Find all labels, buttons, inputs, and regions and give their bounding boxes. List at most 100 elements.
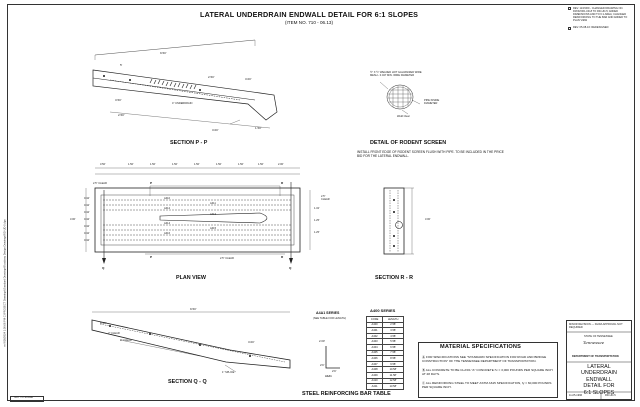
revision-note-2: REV. 05-08-16: REDESIGNED xyxy=(573,26,609,29)
material-spec-title: MATERIAL SPECIFICATIONS xyxy=(440,344,522,350)
sheet-border xyxy=(7,4,635,401)
bar-length-cell: 2.58' xyxy=(382,321,404,329)
plan-left-dim: 0.42' xyxy=(84,225,90,228)
q-clear-2: 2" CLEAR xyxy=(108,332,120,335)
a400-header-length: LENGTH xyxy=(382,316,404,323)
plan-left-dim: 0.42' xyxy=(84,218,90,221)
section-q-title: SECTION Q - Q xyxy=(168,379,207,385)
svg-text:2.50': 2.50' xyxy=(208,75,215,79)
title-block-line: UNDERDRAIN xyxy=(581,370,617,377)
drawing-title: LATERAL UNDERDRAIN ENDWALL DETAIL FOR 6:… xyxy=(200,10,419,19)
plan-top-dim: 1.50' xyxy=(194,163,200,166)
svg-text:2⅜": 2⅜" xyxy=(320,363,325,367)
plan-left-dim: 0.42' xyxy=(84,197,90,200)
title-block-line: 6:1 SLOPES xyxy=(583,389,615,396)
plan-left-dim: 0.42' xyxy=(84,211,90,214)
bar-code-cell: A407 xyxy=(365,360,384,368)
bar-code-cell: A401 xyxy=(365,327,384,334)
drawing-number: RD-UD-5 xyxy=(605,394,616,397)
plan-overall-dim: 3.00' xyxy=(70,218,76,221)
bar-length-cell: 3.58' xyxy=(382,327,404,334)
rodent-screen-title: DETAIL OF RODENT SCREEN xyxy=(370,140,447,146)
plan-top-dim: 1.50' xyxy=(172,163,178,166)
cut-r-top: R xyxy=(281,181,284,185)
bar-length-cell: 4.58' xyxy=(382,332,404,340)
bar-code-cell: A408 xyxy=(365,366,384,373)
section-r-r-drawing xyxy=(383,187,414,255)
plan-left-dim: 0.42' xyxy=(84,232,90,235)
title-block-line: ENDWALL xyxy=(586,376,612,383)
bar-length-cell: 12.58' xyxy=(382,377,404,385)
a4a1-title: A4A1 SERIES xyxy=(316,311,340,315)
plan-view-title: PLAN VIEW xyxy=(176,275,206,281)
q-splice: 1" SPLICE xyxy=(222,371,235,374)
drawing-item-number: (ITEM NO. 710 - 06.13) xyxy=(285,20,333,25)
revision-marker-2 xyxy=(568,27,571,30)
svg-text:2⅜": 2⅜" xyxy=(332,369,337,373)
plan-top-dim: 1.50' xyxy=(238,163,244,166)
bar-code-cell: A406 xyxy=(365,355,384,362)
drawing-date: 11-05-1996 xyxy=(569,394,583,397)
svg-text:2.00': 2.00' xyxy=(319,339,325,343)
bar-code-cell: A400 xyxy=(365,321,384,329)
plan-top-dim: 2.00' xyxy=(278,163,284,166)
plan-bar-label: A415 xyxy=(210,227,217,230)
plan-right-dim: 1.25' xyxy=(314,219,320,222)
plan-bar-label: A413 xyxy=(210,213,217,216)
svg-text:5': 5' xyxy=(120,63,123,67)
bar-length-cell: 5.58' xyxy=(382,338,404,345)
revision-note-1: REV. 11/15/09 - CHANGED DRAWING NO. FROM… xyxy=(573,7,628,23)
plan-top-dim: 1.50' xyxy=(150,163,156,166)
spec-item-marker: Ⓒ xyxy=(422,381,426,385)
material-spec-item: Ⓑ ALL CONCRETE TO BE CLASS "A" CONCRETE … xyxy=(422,368,554,376)
plan-top-dim: 3.50' xyxy=(100,163,106,166)
svg-text:9.50': 9.50' xyxy=(190,307,197,311)
cut-p-top: P xyxy=(150,181,153,185)
rodent-screen-drawing xyxy=(379,81,421,115)
title-block-line: LATERAL xyxy=(587,364,611,370)
plan-clear-bot: 2.5" CLEAR xyxy=(220,257,234,260)
bar-length-cell: 6.58' xyxy=(382,344,404,351)
pipe-label: 4" UNDERDRAIN xyxy=(172,102,193,105)
section-r-dim: 3.00' xyxy=(425,218,431,221)
svg-text:3.00': 3.00' xyxy=(248,340,255,344)
revision-marker-1 xyxy=(568,7,571,10)
rodent-note: INSTALL FRONT EDGE OF RODENT SCREEN FLUS… xyxy=(357,150,504,158)
spec-item-text: ALL REINFORCING STEEL TO MEET ASTM A615 … xyxy=(422,381,552,390)
plan-right-dim: 1.25' xyxy=(314,231,320,234)
bar-length-cell: 11.58' xyxy=(382,371,404,379)
pipe-inside-label: PIPE INSIDE DIAMETER xyxy=(424,99,440,105)
bar-code-cell: A409 xyxy=(365,371,384,379)
material-spec-item: Ⓒ ALL REINFORCING STEEL TO MEET ASTM A61… xyxy=(422,381,554,389)
not-to-scale: NOT TO SCALE xyxy=(14,396,33,399)
q-clear-3: 3" CLEAR xyxy=(120,339,132,342)
plan-bar-label: A411 xyxy=(210,202,216,205)
svg-text:3.00': 3.00' xyxy=(212,128,219,132)
minor-revision-note: MINOR REVISION --- FHWA APPROVAL NOT REQ… xyxy=(569,323,623,330)
section-p-title: SECTION P - P xyxy=(170,140,208,146)
material-spec-box xyxy=(418,342,558,398)
bar-code-cell: A411 xyxy=(365,383,384,390)
cut-r-bot: R xyxy=(281,255,284,259)
plan-left-dim: 0.42' xyxy=(84,204,90,207)
svg-text:9.50': 9.50' xyxy=(160,51,167,55)
bar-length-cell: 8.58' xyxy=(382,355,404,362)
plan-right-dim: 1.32' xyxy=(314,207,320,210)
section-q-q-drawing xyxy=(91,311,291,373)
weld-label: Weld Clear xyxy=(397,115,410,118)
section-p-p-drawing xyxy=(92,39,278,129)
bar-code-label: A4A1 xyxy=(325,375,332,378)
plan-top-dim: 1.50' xyxy=(258,163,264,166)
bar-bending-shape xyxy=(325,346,340,369)
svg-text:8.50': 8.50' xyxy=(100,321,107,325)
